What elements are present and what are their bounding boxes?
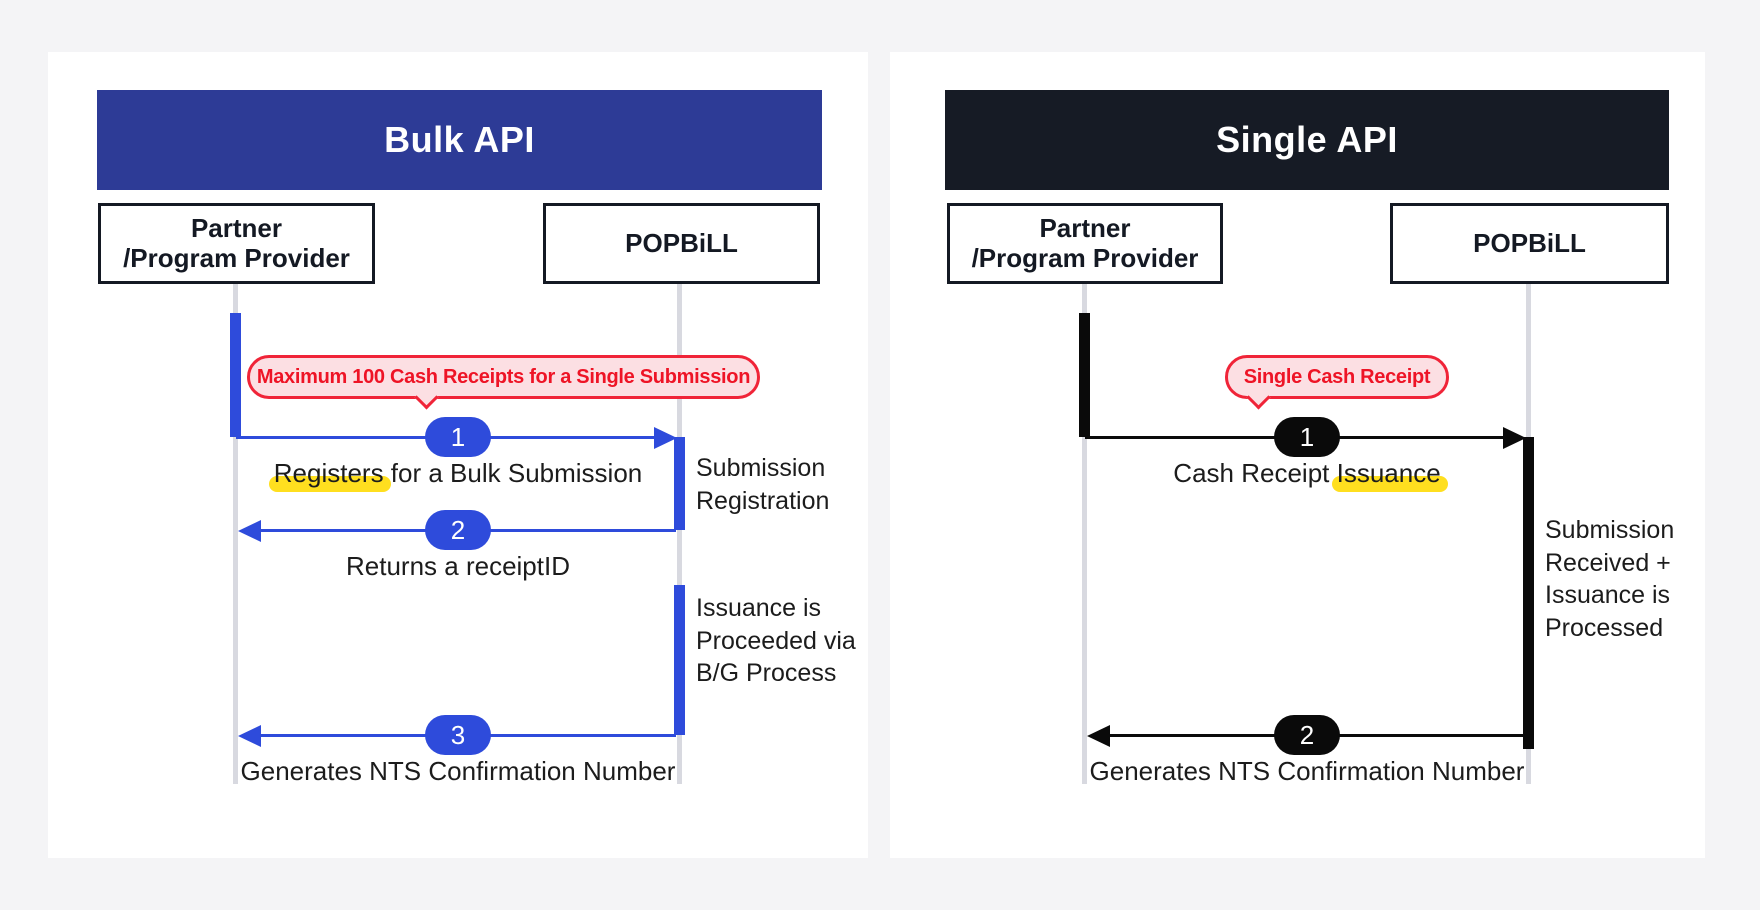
panel-title: Bulk API xyxy=(384,119,535,160)
panel-title: Single API xyxy=(1216,119,1398,160)
arrowhead-right-1 xyxy=(1503,426,1526,449)
activation-label-issuance-processed: Submission Received + Issuance is Proces… xyxy=(1545,516,1675,642)
actor-partner: Partner /Program Provider xyxy=(98,203,375,284)
bulk-api-title-bar: Bulk API xyxy=(97,90,822,190)
actor-popbill: POPBiLL xyxy=(1390,203,1669,284)
activation-label-submission-registration: Submission Registration xyxy=(696,454,830,515)
actor-popbill: POPBiLL xyxy=(543,203,820,284)
step-badge-2: 2 xyxy=(425,510,491,550)
label-pre: Cash Receipt xyxy=(1173,458,1337,488)
callout-tail xyxy=(414,385,439,410)
callout-note: Maximum 100 Cash Receipts for a Single S… xyxy=(247,355,760,410)
step-badge-3: 3 xyxy=(425,715,491,755)
lifeline-partner xyxy=(1082,284,1087,784)
message-label-1: Registers for a Bulk Submission xyxy=(158,458,758,489)
activation-bg-process xyxy=(674,585,685,735)
message-label-2: Generates NTS Confirmation Number xyxy=(1089,756,1525,786)
activation-issuance-processed xyxy=(1523,437,1534,749)
lifeline-partner xyxy=(233,284,238,784)
activation-partner xyxy=(1079,313,1090,437)
label-post: for a Bulk Submission xyxy=(383,458,643,488)
step-badge-2: 2 xyxy=(1274,715,1340,755)
arrowhead-left-2 xyxy=(238,519,261,542)
arrowhead-left-3 xyxy=(238,724,261,747)
single-api-panel: Single API Partner /Program Provider POP… xyxy=(890,52,1705,858)
activation-submission-registration xyxy=(674,437,685,530)
callout-text: Single Cash Receipt xyxy=(1243,365,1431,388)
activation-partner xyxy=(230,313,241,437)
message-label-2: Returns a receiptID xyxy=(346,551,570,581)
message-label-1: Cash Receipt Issuance xyxy=(1007,458,1607,489)
arrowhead-right-1 xyxy=(654,426,677,449)
callout-text: Maximum 100 Cash Receipts for a Single S… xyxy=(256,365,751,388)
activation-label-bg-process: Issuance is Proceeded via B/G Process xyxy=(696,594,856,687)
callout-tail xyxy=(1246,385,1271,410)
actor-partner: Partner /Program Provider xyxy=(947,203,1223,284)
label-highlighted: Issuance xyxy=(1336,458,1441,488)
single-api-title-bar: Single API xyxy=(945,90,1669,190)
bulk-api-panel: Bulk API Partner /Program Provider POPBi… xyxy=(48,52,868,858)
message-label-3: Generates NTS Confirmation Number xyxy=(240,756,676,786)
step-badge-1: 1 xyxy=(425,417,491,457)
arrowhead-left-2 xyxy=(1087,724,1110,747)
lifeline-popbill xyxy=(677,284,682,784)
callout-note: Single Cash Receipt xyxy=(1225,355,1449,410)
label-highlighted: Registers xyxy=(273,458,384,488)
step-badge-1: 1 xyxy=(1274,417,1340,457)
